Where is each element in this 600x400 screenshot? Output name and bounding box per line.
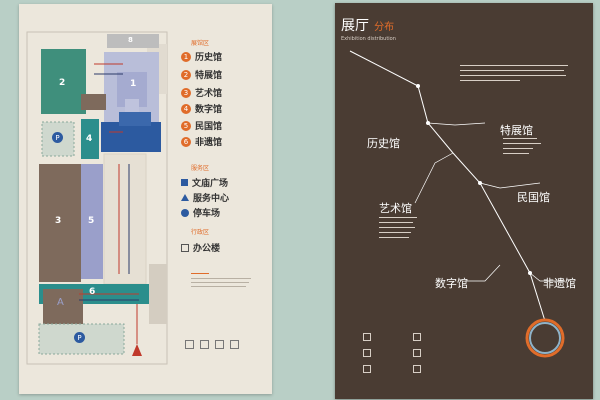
route-legend-icon <box>413 349 421 357</box>
legend-item-parking: 停车场 <box>181 206 220 219</box>
accessibility-icon <box>230 340 239 349</box>
legend-item-digital: 4 数字馆 <box>181 102 222 115</box>
legend-item-office: 办公楼 <box>181 241 220 254</box>
special-desc-lines <box>503 138 543 154</box>
legend-item-service-center: 服务中心 <box>181 191 229 204</box>
legend-label: 办公楼 <box>193 244 221 254</box>
art-desc-lines <box>379 217 419 238</box>
block-label-4: 4 <box>86 134 93 144</box>
legend-section-office: 行政区 <box>191 229 210 236</box>
legend-label: 艺术馆 <box>195 89 223 99</box>
museum-floor-map <box>26 31 168 365</box>
info-icon <box>215 340 224 349</box>
bottom-legend <box>363 333 463 373</box>
map-block-2 <box>41 49 86 114</box>
hall-label-art: 艺术馆 <box>379 202 412 215</box>
subtitle: Exhibition distribution <box>341 36 396 42</box>
legend-label: 特展馆 <box>195 71 223 81</box>
legend-label: 停车场 <box>193 209 221 219</box>
route-legend-icon <box>413 365 421 373</box>
legend-label: 文庙广场 <box>192 179 229 189</box>
route-legend-icon <box>413 333 421 341</box>
block-label-8: 8 <box>128 36 133 44</box>
title-big: 展厅 <box>341 18 369 34</box>
route-node <box>478 181 482 185</box>
route-legend-icon <box>363 349 371 357</box>
restroom-icon <box>200 340 209 349</box>
block-label-2: 2 <box>59 78 66 88</box>
hall-label-special: 特展馆 <box>500 124 533 137</box>
legend-item-republic: 5 民国馆 <box>181 119 222 132</box>
legend-num-icon: 5 <box>181 120 191 131</box>
legend-label: 服务中心 <box>193 194 230 204</box>
route-legend-icon <box>363 365 371 373</box>
service-center-icon: A <box>57 297 64 308</box>
intro-text-lines <box>460 65 570 81</box>
legend-item-special: 2 特展馆 <box>181 68 222 81</box>
block-label-1: 1 <box>130 79 137 89</box>
elevator-icon <box>185 340 194 349</box>
block-label-6: 6 <box>89 287 96 297</box>
legend-label: 数字馆 <box>195 105 223 115</box>
map-parking-area-2 <box>38 323 125 355</box>
map-block-5 <box>81 164 103 279</box>
street-block <box>149 264 167 324</box>
legend-label: 民国馆 <box>195 122 223 132</box>
route-legend-icon <box>363 333 371 341</box>
legend-label: 历史馆 <box>195 53 223 63</box>
legend-num-icon: 3 <box>181 87 191 98</box>
legend-num-icon: 2 <box>181 69 191 80</box>
square-outline-icon <box>181 243 189 252</box>
parking-icon: P <box>52 132 63 143</box>
hall-label-digital: 数字馆 <box>435 277 468 290</box>
block-label-5: 5 <box>88 216 95 226</box>
legend-num-icon: 6 <box>181 136 191 147</box>
legend-item-heritage: 6 非遗馆 <box>181 135 222 148</box>
footnote-lines <box>191 273 251 287</box>
legend-item-plaza: 文庙广场 <box>181 176 228 189</box>
block-label-3: 3 <box>55 216 62 226</box>
distribution-poster: 展厅 分布 Exhibition distribution 历史馆 特展馆 艺术… <box>335 3 593 399</box>
parking-icon: P <box>74 332 85 343</box>
route-node <box>528 271 532 275</box>
map-poster: 8 1 2 4 3 5 6 P P A 展馆区 1 历史馆 2 特展馆 3 艺术… <box>19 4 272 394</box>
map-central-road <box>103 153 147 285</box>
map-block-4 <box>81 119 99 159</box>
parking-icon <box>181 208 189 217</box>
map-gatehouse <box>81 94 106 110</box>
map-block-8 <box>107 34 159 48</box>
legend: 展馆区 1 历史馆 2 特展馆 3 艺术馆 4 数字馆 5 民国馆 6 非遗馆 … <box>181 38 266 368</box>
map-blue-building <box>101 122 161 152</box>
title-small: 分布 <box>374 22 395 33</box>
legend-section-service: 服务区 <box>191 165 210 172</box>
route-node <box>426 121 430 125</box>
hall-label-republic: 民国馆 <box>517 191 550 204</box>
footer-icons <box>185 340 239 349</box>
legend-section-exhibit: 展馆区 <box>191 40 210 47</box>
legend-num-icon: 4 <box>181 103 191 114</box>
hall-label-heritage: 非遗馆 <box>543 277 576 290</box>
title-block: 展厅 分布 Exhibition distribution <box>341 15 396 42</box>
hall-label-history: 历史馆 <box>367 137 400 150</box>
legend-num-icon: 1 <box>181 51 191 62</box>
triangle-icon <box>181 194 189 201</box>
square-icon <box>181 179 188 186</box>
map-courtyard <box>43 289 83 324</box>
map-block-1-tower <box>125 99 139 115</box>
map-block-3 <box>39 164 81 282</box>
legend-item-history: 1 历史馆 <box>181 50 222 63</box>
route-node <box>416 84 420 88</box>
legend-item-art: 3 艺术馆 <box>181 86 222 99</box>
map-blue-building-top <box>119 112 151 126</box>
legend-label: 非遗馆 <box>195 138 223 148</box>
